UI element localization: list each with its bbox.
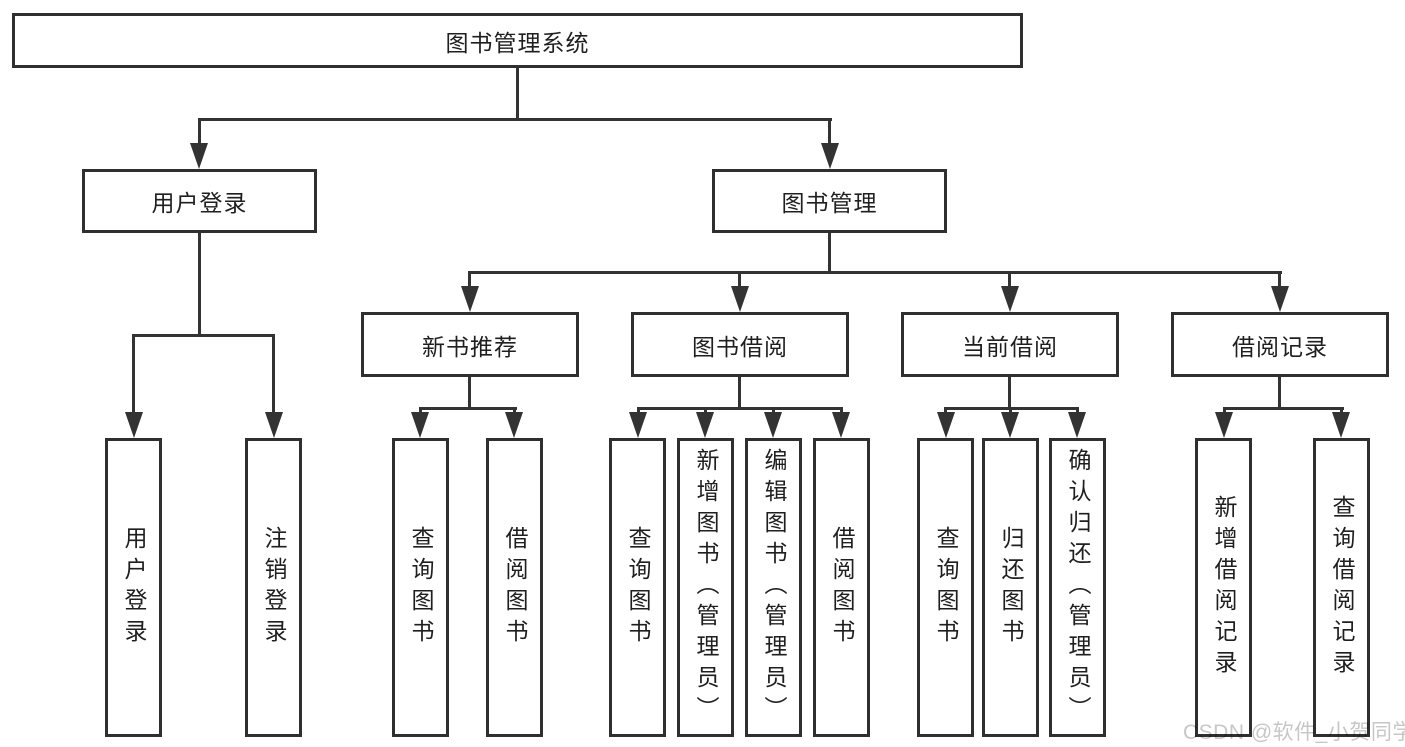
node-label: 图书管理 bbox=[781, 190, 878, 216]
node-new-book-recommend: 新书推荐 bbox=[361, 312, 579, 377]
node-book-management: 图书管理 bbox=[712, 169, 947, 233]
leaf-add-book-admin: 新增图书（管理员） bbox=[677, 438, 734, 737]
leaf-add-borrow-record: 新增借阅记录 bbox=[1195, 438, 1252, 737]
connector-book-borrow-stem bbox=[738, 377, 741, 410]
connector-to-book-borrow bbox=[738, 271, 741, 289]
arrowhead-down-icon bbox=[764, 412, 782, 438]
connector-book-mgmt-hline bbox=[468, 271, 1282, 274]
connector-current-borrow-hline bbox=[945, 407, 1079, 410]
leaf-query-book-current: 查询图书 bbox=[917, 438, 974, 737]
connector-root-stem bbox=[516, 68, 519, 119]
connector-to-user-login bbox=[198, 118, 201, 146]
arrowhead-down-icon bbox=[937, 412, 955, 438]
arrowhead-down-icon bbox=[731, 286, 749, 312]
leaf-label: 确认归还（管理员） bbox=[1065, 448, 1091, 727]
leaf-label: 查询图书 bbox=[933, 525, 959, 650]
arrowhead-down-icon bbox=[1271, 286, 1289, 312]
node-user-login: 用户登录 bbox=[82, 169, 317, 233]
arrowhead-down-icon bbox=[411, 412, 429, 438]
arrowhead-down-icon bbox=[821, 143, 839, 169]
leaf-logout-login: 注销登录 bbox=[245, 438, 302, 737]
connector-book-mgmt-stem bbox=[828, 233, 831, 273]
arrowhead-down-icon bbox=[1332, 412, 1350, 438]
leaf-label: 借阅图书 bbox=[502, 525, 528, 650]
connector-to-current-borrow bbox=[1008, 271, 1011, 289]
leaf-label: 编辑图书（管理员） bbox=[761, 448, 787, 727]
leaf-label: 注销登录 bbox=[261, 525, 287, 650]
connector-user-login-stem bbox=[198, 233, 201, 336]
arrowhead-down-icon bbox=[505, 412, 523, 438]
arrowhead-down-icon bbox=[461, 286, 479, 312]
leaf-label: 用户登录 bbox=[121, 525, 147, 650]
connector-borrow-record-stem bbox=[1278, 377, 1281, 410]
connector-root-hline bbox=[198, 118, 832, 121]
arrowhead-down-icon bbox=[1068, 412, 1086, 438]
leaf-edit-book-admin: 编辑图书（管理员） bbox=[745, 438, 802, 737]
connector-current-borrow-stem bbox=[1008, 377, 1011, 410]
arrowhead-down-icon bbox=[629, 412, 647, 438]
node-book-borrow: 图书借阅 bbox=[631, 312, 849, 377]
connector-book-borrow-hline bbox=[637, 407, 843, 410]
connector-to-borrow-record bbox=[1278, 271, 1281, 289]
arrowhead-down-icon bbox=[265, 412, 283, 438]
node-label: 当前借阅 bbox=[962, 333, 1058, 360]
leaf-label: 借阅图书 bbox=[829, 525, 855, 650]
connector-user-login-hline bbox=[132, 334, 275, 337]
leaf-label: 归还图书 bbox=[998, 525, 1024, 650]
leaf-return-book: 归还图书 bbox=[982, 438, 1039, 737]
connector-to-new-book bbox=[468, 271, 471, 289]
leaf-label: 新增借阅记录 bbox=[1211, 494, 1237, 681]
leaf-label: 查询借阅记录 bbox=[1329, 494, 1355, 681]
arrowhead-down-icon bbox=[696, 412, 714, 438]
connector-borrow-record-hline bbox=[1223, 407, 1344, 410]
arrowhead-down-icon bbox=[832, 412, 850, 438]
connector-to-leaf-user-login bbox=[132, 334, 135, 414]
leaf-user-login: 用户登录 bbox=[105, 438, 162, 737]
node-label: 用户登录 bbox=[151, 190, 248, 216]
leaf-label: 新增图书（管理员） bbox=[693, 448, 719, 727]
arrowhead-down-icon bbox=[190, 143, 208, 169]
node-label: 新书推荐 bbox=[422, 333, 518, 360]
arrowhead-down-icon bbox=[1215, 412, 1233, 438]
leaf-query-book-borrow: 查询图书 bbox=[609, 438, 666, 737]
root-node-label: 图书管理系统 bbox=[445, 29, 590, 56]
connector-to-leaf-logout bbox=[272, 334, 275, 414]
node-borrow-records: 借阅记录 bbox=[1171, 312, 1389, 377]
arrowhead-down-icon bbox=[1001, 286, 1019, 312]
leaf-borrow-book-recommend: 借阅图书 bbox=[486, 438, 543, 737]
node-label: 图书借阅 bbox=[692, 333, 788, 360]
leaf-query-book-recommend: 查询图书 bbox=[392, 438, 449, 737]
leaf-label: 查询图书 bbox=[408, 525, 434, 650]
leaf-query-borrow-record: 查询借阅记录 bbox=[1313, 438, 1370, 737]
arrowhead-down-icon bbox=[1001, 412, 1019, 438]
csdn-watermark: CSDN @软件_小贺同学 bbox=[1183, 721, 1405, 744]
leaf-label: 查询图书 bbox=[625, 525, 651, 650]
connector-new-book-hline bbox=[419, 407, 517, 410]
leaf-borrow-book: 借阅图书 bbox=[813, 438, 870, 737]
node-label: 借阅记录 bbox=[1232, 333, 1328, 360]
root-node-library-system: 图书管理系统 bbox=[12, 13, 1023, 68]
leaf-confirm-return-admin: 确认归还（管理员） bbox=[1049, 438, 1106, 737]
node-current-borrow: 当前借阅 bbox=[901, 312, 1119, 377]
arrowhead-down-icon bbox=[125, 412, 143, 438]
connector-to-book-mgmt bbox=[828, 118, 831, 146]
connector-new-book-stem bbox=[468, 377, 471, 410]
